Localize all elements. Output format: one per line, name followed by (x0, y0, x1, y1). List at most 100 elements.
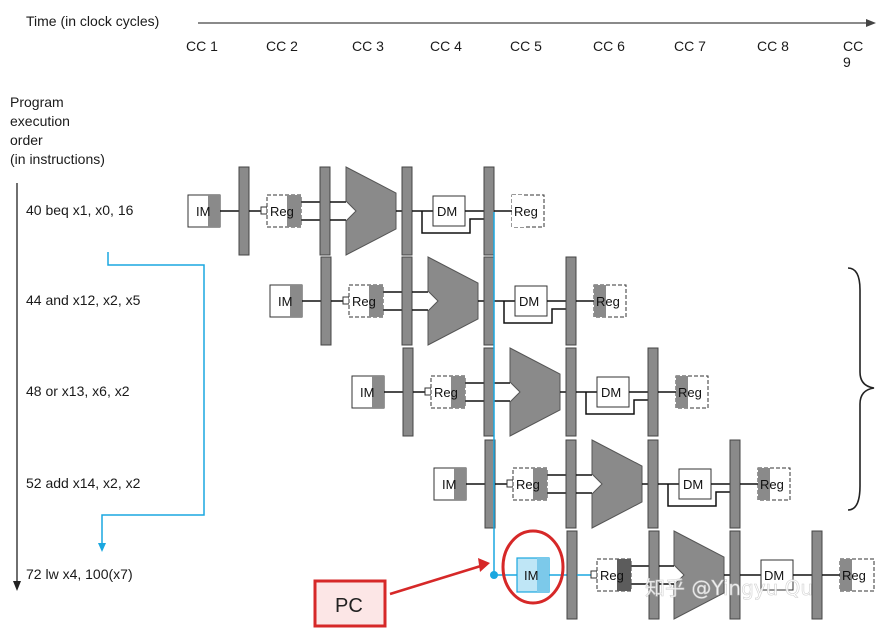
pipeline-register (401, 166, 413, 256)
pipeline-register (729, 530, 741, 620)
instruction-memory-shade (372, 376, 384, 408)
register-port (506, 479, 514, 488)
instruction-label: 44 and x12, x2, x5 (26, 292, 141, 308)
order-label-line-3: order (10, 132, 43, 148)
register-file-writeback-shade (512, 195, 524, 227)
instruction-label: 40 beq x1, x0, 16 (26, 202, 134, 218)
datapath-wire (503, 301, 566, 324)
alu-shape (673, 530, 725, 620)
instruction-memory-label: IM (196, 204, 210, 219)
register-file-shade (451, 376, 465, 408)
instruction-memory-shade (208, 195, 220, 227)
instruction-label: 72 lw x4, 100(x7) (26, 566, 133, 582)
time-axis-label: Time (in clock cycles) (26, 13, 160, 29)
pipeline-register (320, 256, 332, 346)
pc-callout-arrowhead (478, 558, 490, 572)
pipeline-register (566, 530, 578, 620)
pipeline-register (729, 439, 741, 529)
data-memory-label: DM (601, 385, 621, 400)
pipeline-register (483, 256, 495, 346)
order-label-line-2: execution (10, 113, 70, 129)
instruction-memory-label: IM (524, 568, 538, 583)
pipeline-register (401, 256, 413, 346)
pc-update-wire (493, 212, 517, 576)
pipeline-register (483, 347, 495, 437)
register-file-label: Reg (516, 477, 540, 492)
instruction-memory-shade-highlighted (537, 558, 549, 592)
register-file-writeback-shade (594, 285, 606, 317)
branch-target-path (101, 252, 205, 545)
pipeline-register (811, 530, 823, 620)
register-file-writeback-shade (676, 376, 688, 408)
datapath-wire (421, 211, 484, 234)
pipeline-register (647, 439, 659, 529)
order-label-line-1: Program (10, 94, 64, 110)
flush-brace (847, 267, 875, 511)
datapath-wire (667, 484, 730, 507)
register-port (590, 570, 598, 579)
register-file-writeback-label: Reg (678, 385, 702, 400)
data-memory-label: DM (764, 568, 784, 583)
clock-cycle-label: CC 4 (430, 38, 462, 54)
pipeline-register (565, 347, 577, 437)
order-label-line-4: (in instructions) (10, 151, 105, 167)
data-memory-block (432, 195, 466, 227)
clock-cycle-label: CC 9 (843, 38, 864, 70)
data-memory-label: DM (437, 204, 457, 219)
register-file-writeback-shade (840, 559, 852, 591)
pipeline-register (483, 166, 495, 256)
pipeline-register (565, 439, 577, 529)
register-port (260, 206, 268, 215)
pc-highlight-circle (501, 529, 565, 605)
pipeline-register (648, 530, 660, 620)
datapath-wire (585, 392, 648, 415)
register-port (424, 387, 432, 396)
clock-cycle-label: CC 8 (757, 38, 789, 54)
register-file-writeback-shade (758, 468, 770, 500)
clock-cycle-label: CC 5 (510, 38, 542, 54)
instruction-memory-label: IM (442, 477, 456, 492)
clock-cycle-label: CC 2 (266, 38, 298, 54)
clock-cycle-label: CC 3 (352, 38, 384, 54)
instruction-label: 48 or x13, x6, x2 (26, 383, 130, 399)
clock-cycle-label: CC 6 (593, 38, 625, 54)
time-axis-arrowhead (866, 19, 876, 27)
branch-target-arrowhead (98, 543, 106, 552)
instruction-memory-shade (290, 285, 302, 317)
pipeline-register (238, 166, 250, 256)
order-axis-arrowhead (13, 581, 21, 591)
pc-callout-box (313, 579, 387, 628)
pipeline-register (565, 256, 577, 346)
pc-callout-label: PC (335, 595, 363, 617)
register-file-shade (617, 559, 631, 591)
pipeline-register (402, 347, 414, 437)
instruction-label: 52 add x14, x2, x2 (26, 475, 141, 491)
register-file-writeback-label: Reg (760, 477, 784, 492)
pc-junction-dot (490, 571, 498, 579)
register-file-label: Reg (270, 204, 294, 219)
clock-cycle-label: CC 7 (674, 38, 706, 54)
register-file-shade (533, 468, 547, 500)
alu-shape (591, 439, 643, 529)
register-file-label: Reg (352, 294, 376, 309)
pipeline-register (647, 347, 659, 437)
alu-shape (509, 347, 561, 437)
pc-callout-arrow-line (389, 563, 485, 596)
register-port (342, 296, 350, 305)
register-file-label: Reg (434, 385, 458, 400)
register-file-writeback-label: Reg (596, 294, 620, 309)
instruction-memory-label: IM (278, 294, 292, 309)
pipeline-register (319, 166, 331, 256)
watermark-text: 知乎 @Yingyu Qu (645, 576, 813, 600)
register-file-writeback-label: Reg (514, 204, 538, 219)
register-file-writeback-label: Reg (842, 568, 866, 583)
register-file-label: Reg (600, 568, 624, 583)
clock-cycle-label: CC 1 (186, 38, 218, 54)
register-file-shade (287, 195, 301, 227)
alu-shape (427, 256, 479, 346)
data-memory-label: DM (683, 477, 703, 492)
data-memory-label: DM (519, 294, 539, 309)
instruction-memory-shade (454, 468, 466, 500)
